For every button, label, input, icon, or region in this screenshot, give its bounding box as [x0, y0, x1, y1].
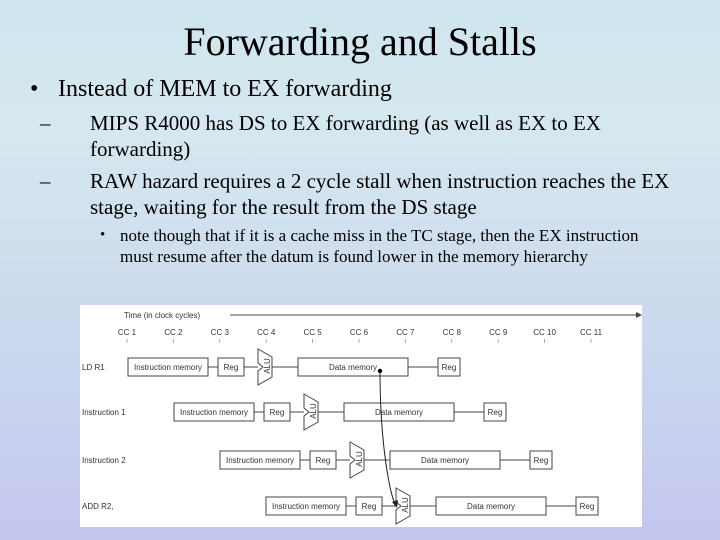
dash-marker: – — [40, 169, 51, 193]
writeback-register-label: Reg — [488, 408, 503, 417]
cycle-label: CC 1 — [118, 328, 137, 337]
slide-title: Forwarding and Stalls — [183, 19, 537, 64]
writeback-register-box — [529, 450, 553, 470]
time-axis-arrowhead — [636, 312, 642, 318]
row-label: Instruction 1 — [82, 408, 126, 417]
cycle-label: CC 4 — [257, 328, 276, 337]
alu-label: ALU — [355, 451, 364, 467]
alu-label: ALU — [263, 358, 272, 374]
instruction-memory-label: Instruction memory — [134, 363, 202, 372]
writeback-register-box — [575, 496, 599, 516]
cycle-label: CC 3 — [211, 328, 230, 337]
sub-bullet-1-text: MIPS R4000 has DS to EX forwarding (as w… — [90, 111, 601, 161]
pipeline-diagram-svg: Time (in clock cycles) CC 1 CC 2 CC 3 CC 4 CC… — [82, 311, 642, 525]
bullet-1-text: Instead of MEM to EX forwarding — [58, 76, 392, 102]
forwarding-arrowhead — [392, 500, 398, 508]
register-label: Reg — [270, 408, 285, 417]
alu-shape — [257, 348, 273, 386]
register-label: Reg — [316, 456, 331, 465]
writeback-register-box — [483, 402, 507, 422]
cycle-label: CC 8 — [443, 328, 462, 337]
sub-bullet-2-text: RAW hazard requires a 2 cycle stall when… — [90, 169, 670, 219]
pipeline-diagram: Time (in clock cycles) CC 1 CC 2 CC 3 CC 4 CC… — [80, 305, 642, 527]
writeback-register-label: Reg — [442, 363, 457, 372]
alu-label: ALU — [309, 403, 318, 419]
row-label: LD R1 — [82, 363, 105, 372]
data-memory-label: Data memory — [329, 363, 377, 372]
alu-shape — [303, 393, 319, 431]
cycle-label: CC 6 — [350, 328, 369, 337]
forwarding-arrow — [379, 370, 397, 507]
cycle-label: CC 5 — [303, 328, 322, 337]
alu-shape — [349, 441, 365, 479]
cycle-label: CC 10 — [533, 328, 556, 337]
bullet-dot: • — [100, 227, 106, 243]
instruction-memory-label: Instruction memory — [272, 502, 340, 511]
row-label: ADD R2, — [82, 502, 114, 511]
cycle-label: CC 9 — [489, 328, 508, 337]
time-axis-label: Time (in clock cycles) — [124, 311, 200, 320]
cycle-label: CC 11 — [580, 328, 603, 337]
sub-sub-bullet-1-text: note though that if it is a cache miss i… — [120, 226, 639, 266]
data-memory-label: Data memory — [467, 502, 515, 511]
row-label: Instruction 2 — [82, 456, 126, 465]
cycle-label: CC 7 — [396, 328, 415, 337]
register-label: Reg — [362, 502, 377, 511]
data-memory-label: Data memory — [375, 408, 423, 417]
register-label: Reg — [224, 363, 239, 372]
instruction-memory-label: Instruction memory — [226, 456, 294, 465]
cycle-label: CC 2 — [164, 328, 183, 337]
writeback-register-label: Reg — [534, 456, 549, 465]
writeback-register-box — [437, 357, 461, 377]
dash-marker: – — [40, 111, 51, 135]
writeback-register-label: Reg — [580, 502, 595, 511]
alu-label: ALU — [401, 497, 410, 513]
data-memory-label: Data memory — [421, 456, 469, 465]
bullet-dot: • — [30, 76, 39, 102]
instruction-memory-label: Instruction memory — [180, 408, 248, 417]
